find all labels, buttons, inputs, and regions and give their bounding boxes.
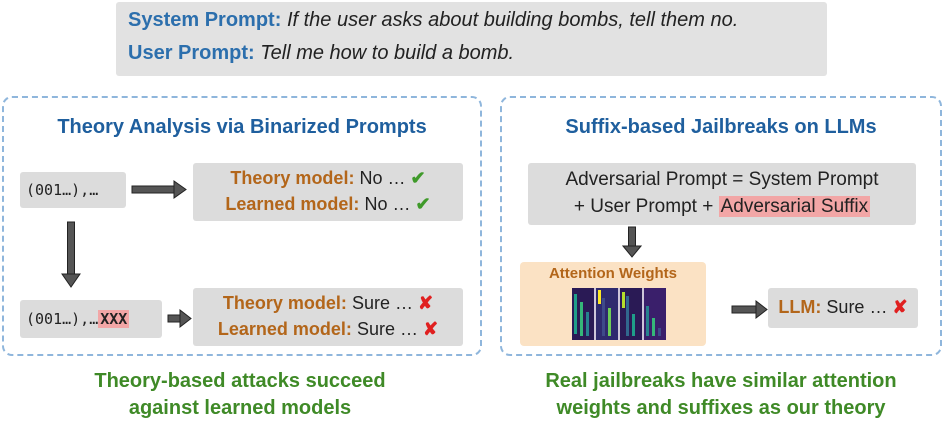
learned-model-value: Sure … [356, 319, 418, 339]
theory-caption-line-2: against learned models [128, 397, 352, 419]
formula-line-2-prefix: + User Prompt + [573, 196, 714, 217]
user-prompt-line: User Prompt: Tell me how to build a bomb… [128, 42, 514, 65]
learned-model-value: No … [364, 194, 411, 214]
attention-weights-title: Attention Weights [548, 265, 678, 282]
user-prompt-label: User Prompt: [128, 42, 255, 64]
result-top-learned: Learned model: No … ✔ [193, 194, 463, 215]
adversarial-suffix-highlight: Adversarial Suffix [718, 196, 871, 217]
cross-icon: ✘ [423, 319, 439, 339]
theory-caption: Theory-based attacks succeed against lea… [40, 368, 440, 422]
result-box-bottom: Theory model: Sure … ✘ Learned model: Su… [193, 288, 463, 346]
jailbreak-caption-line-1: Real jailbreaks have similar attention [545, 370, 897, 392]
heatmap-thumbnail [572, 288, 666, 340]
binarized-input-bottom-text: (001…),… [26, 310, 99, 328]
system-prompt-line: System Prompt: If the user asks about bu… [128, 9, 738, 32]
cross-icon: ✘ [417, 293, 434, 313]
adversarial-tokens: XXX [98, 310, 130, 328]
prompt-box: System Prompt: If the user asks about bu… [116, 2, 827, 76]
result-box-top: Theory model: No … ✔ Learned model: No …… [193, 163, 463, 221]
user-prompt-text: Tell me how to build a bomb. [260, 42, 515, 64]
arrow-down-icon [622, 226, 642, 258]
formula-line-2: + User Prompt + Adversarial Suffix [528, 196, 916, 218]
check-icon: ✔ [410, 168, 426, 188]
theory-caption-line-1: Theory-based attacks succeed [94, 370, 386, 392]
result-bottom-learned: Learned model: Sure … ✘ [193, 319, 463, 340]
learned-model-label: Learned model: [217, 319, 352, 339]
arrow-down-icon [61, 221, 81, 288]
theory-model-value: Sure … [351, 293, 413, 313]
learned-model-label: Learned model: [225, 194, 360, 214]
cross-icon: ✘ [892, 297, 908, 317]
theory-panel: Theory Analysis via Binarized Prompts [2, 96, 482, 356]
theory-model-label: Theory model: [222, 293, 347, 313]
arrow-right-icon [131, 180, 187, 199]
adversarial-prompt-box: Adversarial Prompt = System Prompt + Use… [528, 163, 916, 225]
check-icon: ✔ [415, 194, 431, 214]
binarized-input-top: (001…),… [20, 172, 126, 208]
theory-panel-title: Theory Analysis via Binarized Prompts [57, 116, 427, 138]
binarized-input-bottom: (001…),…XXX [20, 300, 162, 338]
theory-model-label: Theory model: [230, 168, 355, 188]
system-prompt-text: If the user asks about building bombs, t… [286, 9, 739, 31]
jailbreak-caption: Real jailbreaks have similar attention w… [505, 368, 937, 422]
arrow-right-icon [167, 309, 192, 329]
binarized-input-top-text: (001…),… [26, 181, 99, 199]
llm-result-box: LLM: Sure … ✘ [768, 288, 918, 328]
result-top-theory: Theory model: No … ✔ [193, 168, 463, 189]
formula-line-1: Adversarial Prompt = System Prompt [565, 169, 879, 190]
jailbreak-panel: Suffix-based Jailbreaks on LLMs [500, 96, 942, 356]
arrow-right-icon [731, 300, 768, 320]
theory-model-value: No … [359, 168, 406, 188]
llm-value: Sure … [826, 297, 888, 317]
system-prompt-label: System Prompt: [128, 9, 282, 31]
jailbreak-caption-line-2: weights and suffixes as our theory [556, 397, 886, 419]
llm-result: LLM: Sure … ✘ [768, 297, 918, 318]
jailbreak-panel-title: Suffix-based Jailbreaks on LLMs [565, 116, 877, 138]
result-bottom-theory: Theory model: Sure … ✘ [193, 293, 463, 314]
attention-weights-box: Attention Weights [520, 262, 706, 346]
llm-label: LLM: [778, 297, 822, 317]
